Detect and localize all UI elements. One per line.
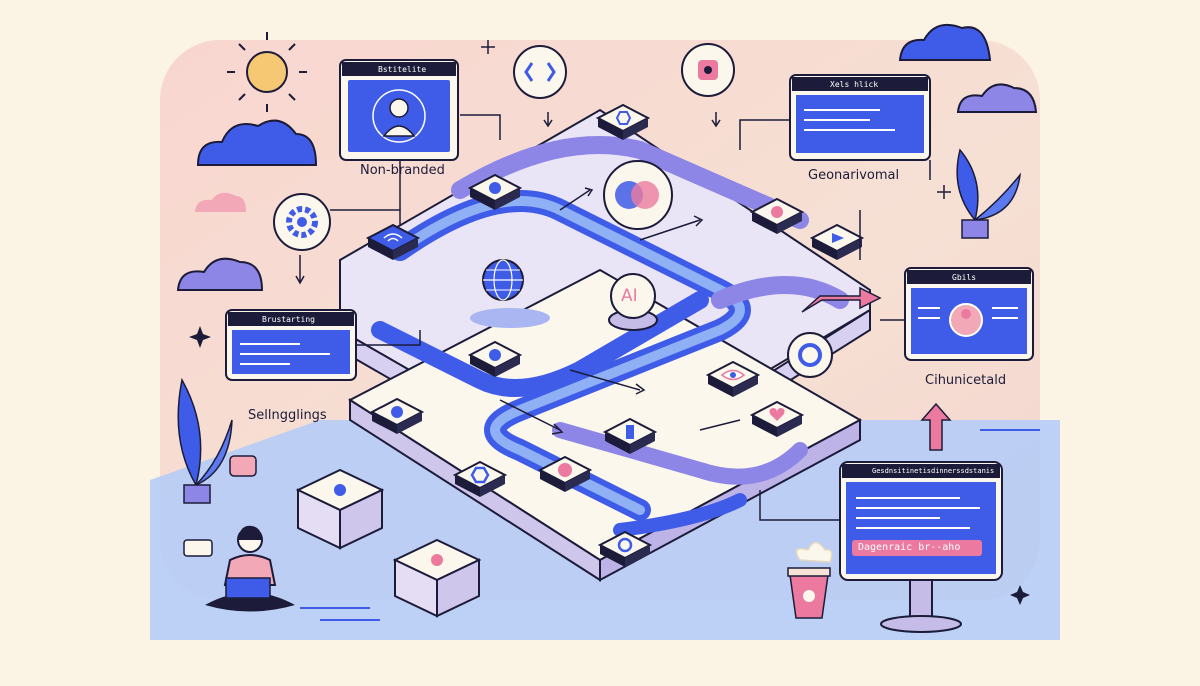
bracket-circle-icon — [513, 45, 567, 99]
person-icon — [382, 98, 416, 137]
window-subtitle: Gesdnsitinetisdinnerssdstanis — [872, 467, 995, 475]
tile-eye[interactable] — [705, 360, 761, 397]
tile-wifi[interactable] — [365, 223, 421, 260]
ring-icon — [787, 332, 833, 378]
plant-icon — [956, 148, 1022, 239]
coffee-cup-icon — [787, 541, 833, 619]
gear-icon — [334, 484, 346, 496]
plant-icon — [177, 377, 233, 504]
gear-icon — [489, 182, 501, 194]
globe-icon — [470, 259, 550, 328]
eye-icon — [720, 369, 746, 381]
cloud-icon — [195, 192, 246, 212]
monitor-icon — [839, 461, 1003, 633]
flow-paths — [371, 136, 849, 537]
cloud-icon — [898, 24, 992, 61]
cloud-icon — [196, 119, 318, 166]
gear-icon — [489, 349, 501, 361]
window-text — [789, 74, 931, 161]
connector-lines — [295, 114, 931, 521]
cloud-icon — [176, 257, 264, 291]
window-profile — [339, 59, 459, 161]
window-title: Sile — [911, 271, 932, 282]
stacked-box-gear — [295, 468, 385, 550]
gear-icon — [273, 193, 331, 251]
tile-gear[interactable] — [467, 173, 523, 210]
stacked-box-gear — [392, 538, 482, 618]
tile-gear[interactable] — [467, 340, 523, 377]
label-cihunicetald: Cihunicetald — [925, 373, 1007, 388]
tile-ring[interactable] — [597, 530, 653, 567]
label-geonarivomal: Geonarivomal — [808, 168, 900, 183]
venn-icon — [603, 160, 673, 230]
tile-hexagon[interactable] — [595, 103, 651, 140]
tile-pink[interactable] — [749, 197, 805, 234]
gear-icon — [431, 554, 443, 566]
window-subtitle: Xels hlick — [830, 80, 879, 89]
arrow-icon — [801, 286, 882, 313]
highlight-pill: Dagenraic br--aho — [858, 542, 961, 553]
wifi-icon — [383, 233, 403, 242]
window-subtitle: Bstitelite — [378, 65, 427, 74]
cloud-icon — [956, 83, 1038, 113]
tile-bracket[interactable] — [602, 417, 658, 454]
tile-hexagon[interactable] — [452, 460, 508, 497]
window-title: Abb — [232, 313, 255, 324]
ai-badge — [608, 273, 658, 331]
window-user — [904, 267, 1034, 361]
label-non-branded: Non-branded — [360, 163, 445, 178]
tile-pink[interactable] — [537, 455, 593, 492]
play-icon — [832, 233, 844, 243]
window-title: Sy> — [796, 78, 819, 89]
arrow-icon — [499, 187, 741, 435]
window-title: Alib — [346, 63, 368, 74]
window-subtitle: Gbils — [952, 273, 977, 282]
chat-bubble-icon — [183, 455, 257, 557]
puzzle-circle-icon — [681, 43, 735, 97]
window-title: Bae — [846, 465, 868, 476]
tile-gear[interactable] — [369, 397, 425, 434]
sun-icon — [227, 32, 307, 112]
tile-play[interactable] — [809, 223, 865, 260]
person-icon — [205, 525, 295, 612]
ai-label: AI — [621, 286, 638, 306]
sparkle-icon — [189, 326, 1030, 605]
window-settings — [225, 309, 357, 381]
arrow-icon — [920, 402, 952, 451]
window-subtitle: Brustarting — [262, 315, 315, 324]
gear-icon — [391, 406, 403, 418]
label-sellngglings: Sellngglings — [248, 408, 327, 423]
heart-icon — [769, 408, 785, 421]
tile-heart[interactable] — [749, 400, 805, 437]
